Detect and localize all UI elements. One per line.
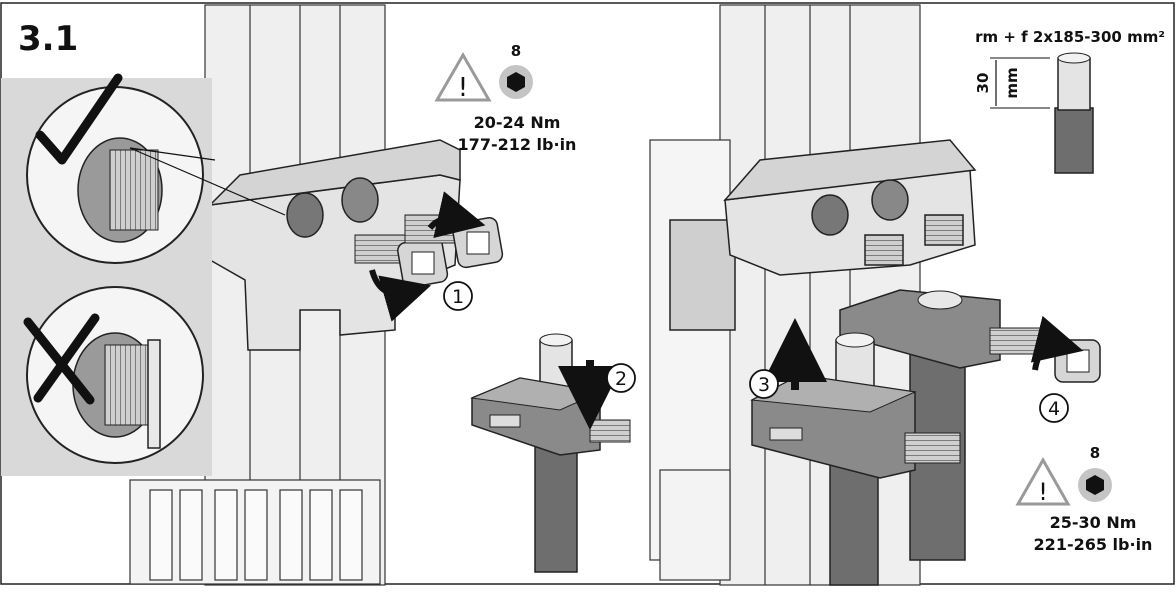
strip-length-value: 30 xyxy=(974,73,992,94)
torque-lbin-label: 177-212 lb·in xyxy=(458,135,577,154)
callout-2: 2 xyxy=(606,363,636,393)
right-breaker-body xyxy=(649,4,921,586)
callout-3: 3 xyxy=(749,369,779,399)
rotate-arrow-icon xyxy=(427,191,486,239)
cable-sample-conductor xyxy=(1057,57,1091,111)
svg-text:3: 3 xyxy=(758,374,770,396)
svg-text:4: 4 xyxy=(1048,398,1060,420)
svg-text:2: 2 xyxy=(615,368,627,390)
svg-text:!: ! xyxy=(458,73,468,103)
svg-text:1: 1 xyxy=(452,286,464,308)
hex-size-label: 8 xyxy=(1090,444,1100,462)
clamp-screw xyxy=(589,419,631,443)
callout-1: 1 xyxy=(443,281,473,311)
cable-spec-label: rm + f 2x185-300 mm² xyxy=(975,28,1165,46)
hex-size-label: 8 xyxy=(511,42,521,60)
cable-spec: rm + f 2x185-300 mm² 30 mm xyxy=(974,28,1165,174)
rotate-arrow-icon xyxy=(369,269,432,322)
svg-text:!: ! xyxy=(1038,478,1048,506)
torque-nm-label: 20-24 Nm xyxy=(474,113,561,132)
left-terminal-block xyxy=(207,139,461,351)
middle-clamp-assembly xyxy=(470,333,631,573)
torque-spec-bottom: ! 8 25-30 Nm 221-265 lb·in xyxy=(1015,444,1153,554)
rotate-arrow-icon xyxy=(1030,315,1084,371)
left-breaker-body xyxy=(129,4,386,586)
cross-icon xyxy=(23,313,100,405)
check-icon xyxy=(35,73,123,165)
torque-nm-label: 25-30 Nm xyxy=(1050,513,1137,532)
cable-insulation xyxy=(534,439,578,573)
cable-sample-insulation xyxy=(1054,107,1094,174)
torque-spec-top: ! 8 20-24 Nm 177-212 lb·in xyxy=(434,42,577,154)
callout-4: 4 xyxy=(1039,393,1069,423)
inset-panel xyxy=(1,78,286,476)
strip-length-unit: mm xyxy=(1003,67,1021,98)
warning-icon xyxy=(1015,456,1071,506)
right-terminal-block xyxy=(669,139,977,331)
warning-icon xyxy=(434,52,492,102)
right-front-clamp xyxy=(750,318,961,586)
step-number: 3.1 xyxy=(18,19,78,59)
torque-lbin-label: 221-265 lb·in xyxy=(1034,535,1153,554)
